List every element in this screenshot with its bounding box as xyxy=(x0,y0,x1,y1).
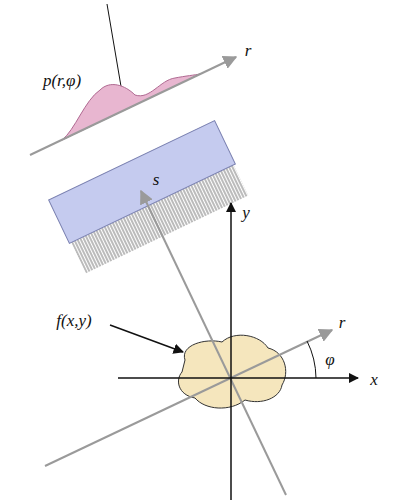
angle-label: φ xyxy=(325,351,334,368)
r-axis xyxy=(45,330,332,466)
x-axis xyxy=(118,377,358,379)
projection-label: p(r,φ) xyxy=(43,72,81,89)
object-label: f(x,y) xyxy=(56,312,91,329)
y-axis xyxy=(230,203,232,500)
detector xyxy=(49,121,250,274)
axis-label: r xyxy=(245,42,252,59)
detector-bar xyxy=(49,121,236,244)
object-blob xyxy=(178,335,285,408)
axis-label: y xyxy=(242,204,250,221)
angle-arc xyxy=(307,341,316,378)
axis-label: s xyxy=(153,171,160,188)
axis-label: r xyxy=(339,314,346,331)
s-axis xyxy=(141,191,286,495)
leader-arrow xyxy=(110,325,183,352)
axis-label: x xyxy=(370,371,378,388)
